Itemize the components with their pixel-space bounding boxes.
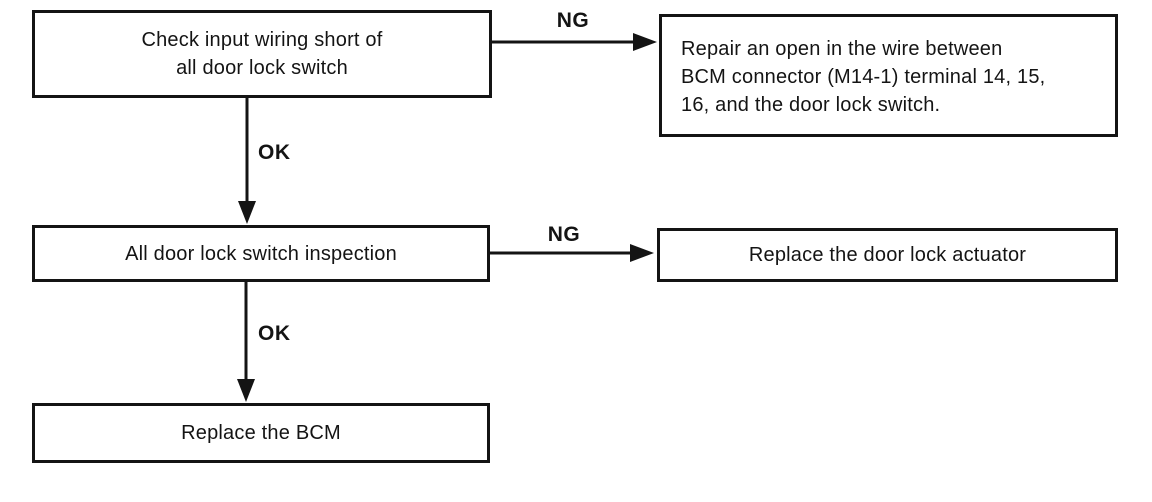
node-text-line: all door lock switch (176, 57, 348, 79)
node-replace-bcm: Replace the BCM (32, 403, 490, 463)
node-check-input-wiring: Check input wiring short of all door loc… (32, 10, 492, 98)
arrow-ok-top (238, 98, 256, 224)
edge-label-ng-top: NG (556, 9, 590, 32)
arrow-ok-bottom (237, 282, 255, 402)
node-replace-door-lock-actuator: Replace the door lock actuator (657, 228, 1118, 282)
node-door-lock-switch-inspection: All door lock switch inspection (32, 225, 490, 282)
arrow-ng-top (492, 33, 657, 51)
node-text-line: 16, and the door lock switch. (681, 93, 941, 116)
node-text-line: Repair an open in the wire between (681, 37, 1003, 60)
node-repair-open-wire: Repair an open in the wire between BCM c… (659, 14, 1118, 137)
edge-label-ok-top: OK (258, 141, 291, 164)
node-text-line: BCM connector (M14-1) terminal 14, 15, (681, 65, 1046, 88)
edge-label-ok-bottom: OK (258, 322, 291, 345)
node-text-line: Replace the door lock actuator (748, 244, 1027, 266)
edge-label-ng-mid: NG (547, 223, 581, 246)
node-text-line: Check input wiring short of (141, 29, 383, 51)
node-text-line: Replace the BCM (181, 422, 341, 444)
node-text-line: All door lock switch inspection (125, 242, 397, 265)
